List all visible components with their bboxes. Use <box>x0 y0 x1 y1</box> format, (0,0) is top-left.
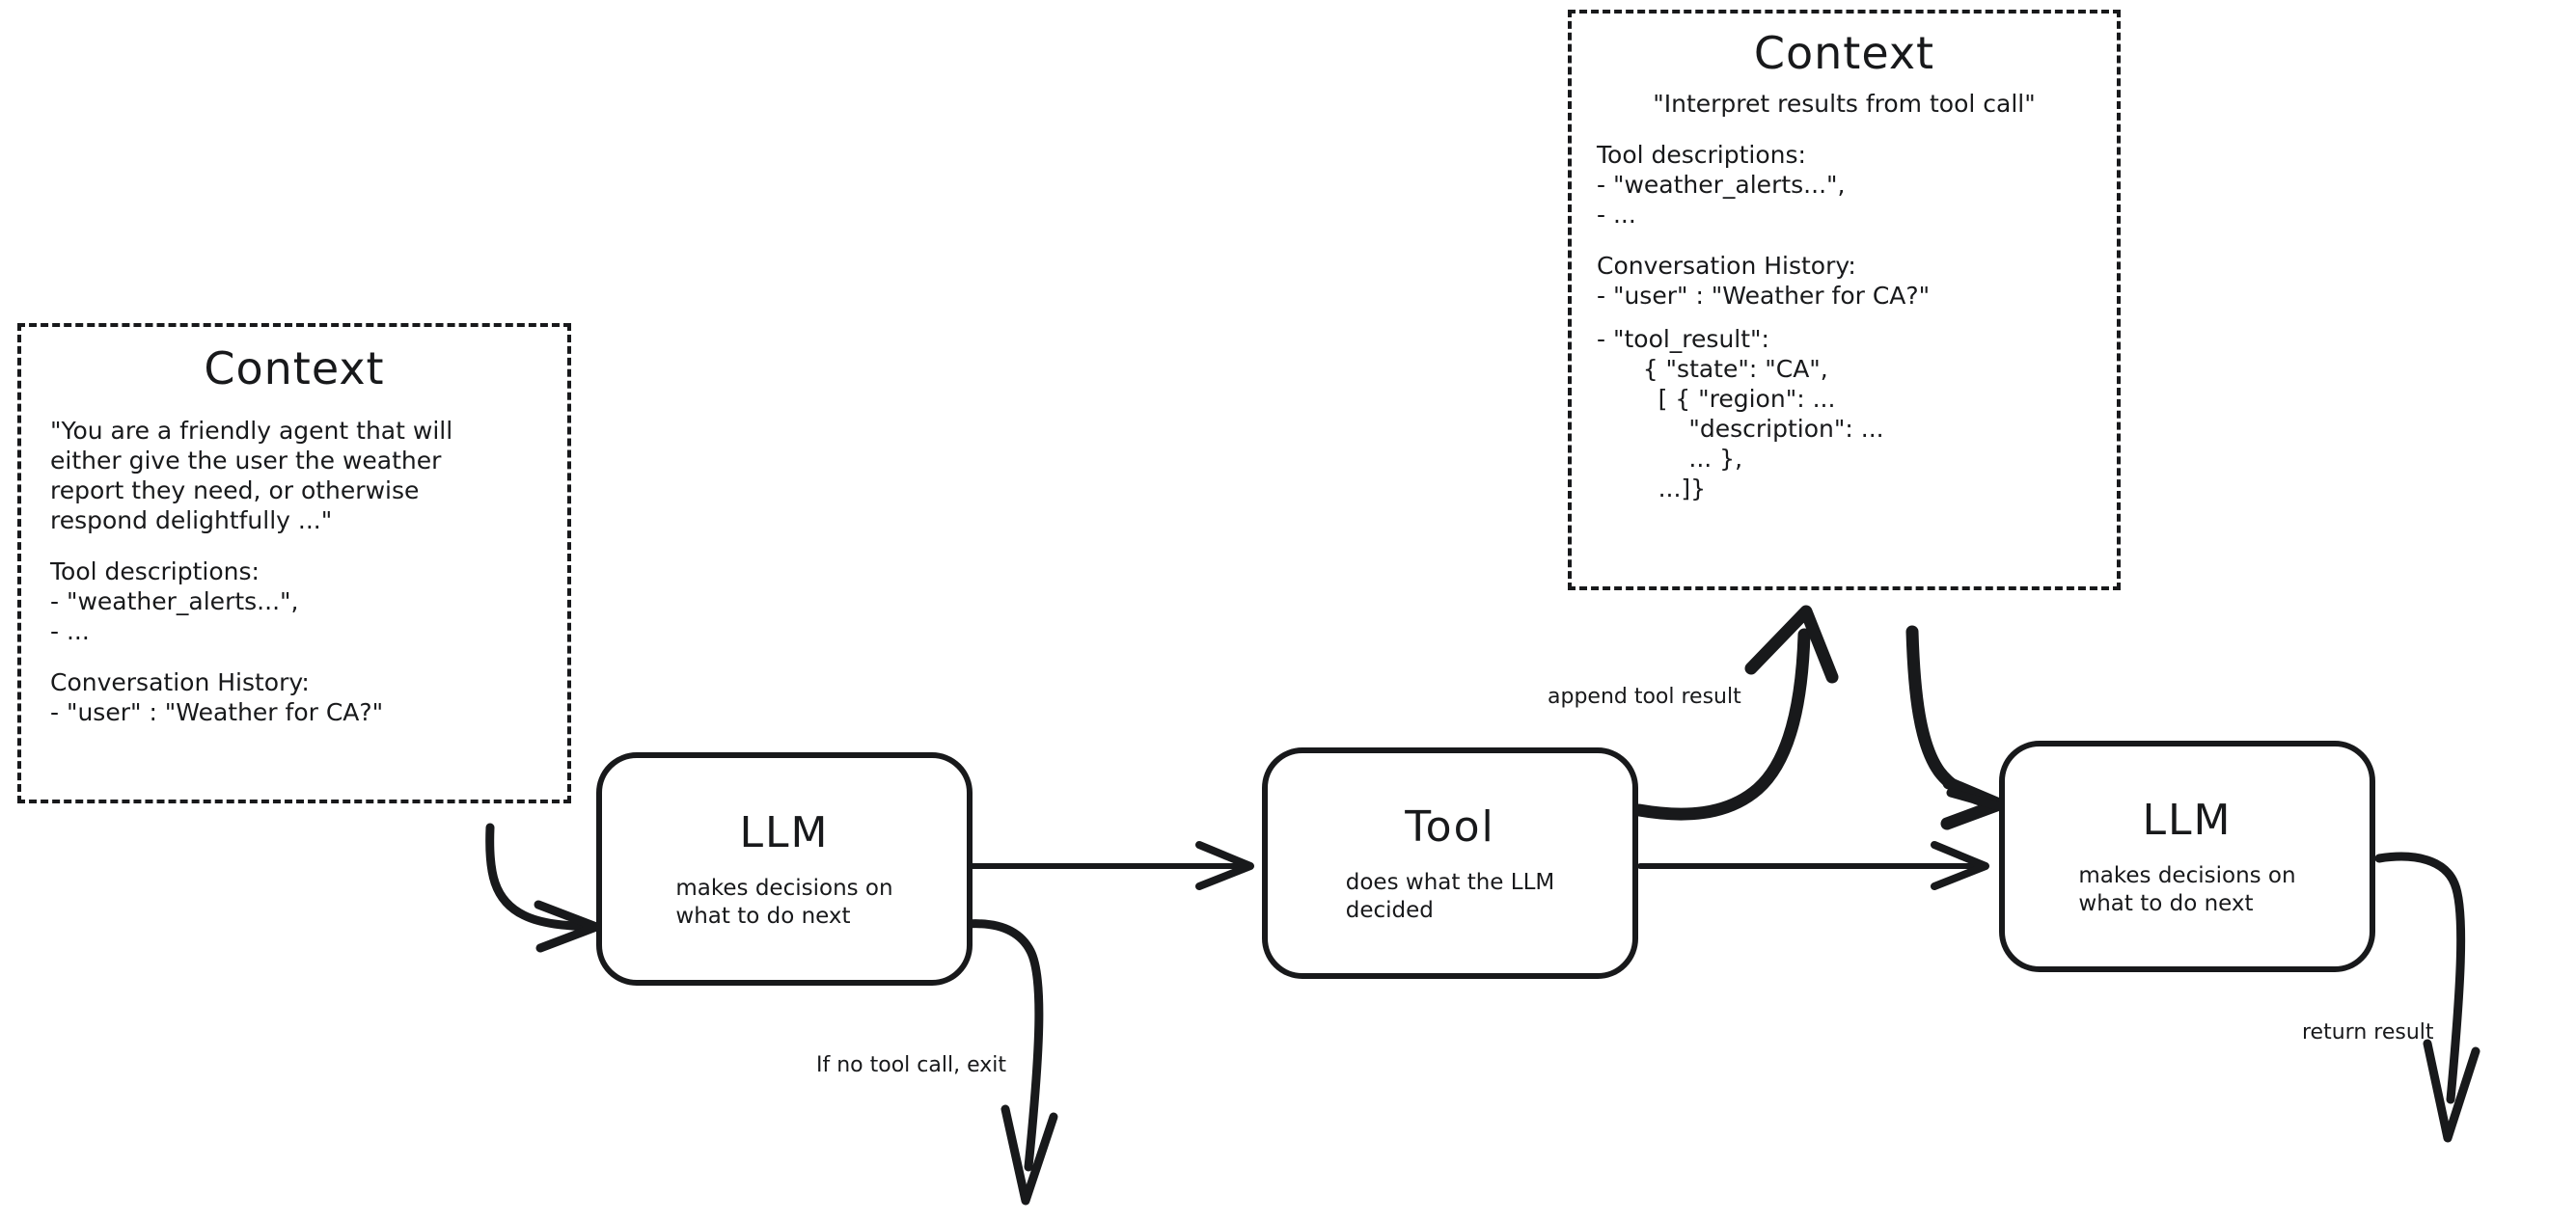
node-llm-first-title: LLM <box>739 807 830 857</box>
edge-label-append-tool-result: append tool result <box>1548 685 1741 709</box>
context-left-conversation-heading: Conversation History: <box>50 668 310 696</box>
context-left-conversation-items: - "user" : "Weather for CA?" <box>50 698 384 726</box>
node-llm-first[interactable]: LLM makes decisions on what to do next <box>596 752 973 986</box>
edge-return-result <box>2374 852 2480 1143</box>
context-right-tool-result-body: { "state": "CA", [ { "region": ... "desc… <box>1642 355 1884 502</box>
edge-context-to-llm <box>485 823 601 953</box>
edge-if-no-tool-call-exit <box>962 919 1058 1206</box>
edge-label-if-no-tool-call-exit: If no tool call, exit <box>816 1053 1006 1077</box>
context-left-system-prompt: "You are a friendly agent that will eith… <box>50 417 453 534</box>
edge-context-right-to-llm2 <box>1905 625 2006 830</box>
context-right-conversation-heading: Conversation History: <box>1597 252 1856 280</box>
context-right-tool-descriptions-heading: Tool descriptions: <box>1597 141 1806 169</box>
context-right-tool-result-label: - "tool_result": <box>1597 325 1769 353</box>
node-tool-subtitle: does what the LLM decided <box>1345 869 1555 923</box>
context-left-tool-descriptions-items: - "weather_alerts...", - ... <box>50 587 299 645</box>
edge-label-return-result: return result <box>2302 1020 2434 1045</box>
context-right-conversation-items: - "user" : "Weather for CA?" <box>1597 282 1931 310</box>
edge-llm-to-tool <box>966 841 1254 890</box>
context-right-system-prompt: "Interpret results from tool call" <box>1653 90 2036 118</box>
context-box-right: Context "Interpret results from tool cal… <box>1568 10 2121 590</box>
node-llm-first-subtitle: makes decisions on what to do next <box>675 875 893 929</box>
context-right-title: Context <box>1753 27 1935 79</box>
edge-tool-to-llm2 <box>1637 841 1989 890</box>
edge-append-tool-result <box>1632 605 1839 821</box>
context-right-tool-descriptions-items: - "weather_alerts...", - ... <box>1597 171 1846 229</box>
context-box-left: Context "You are a friendly agent that w… <box>17 323 571 803</box>
node-llm-second-subtitle: makes decisions on what to do next <box>2078 862 2296 916</box>
context-left-tool-descriptions-heading: Tool descriptions: <box>50 557 260 585</box>
node-llm-second[interactable]: LLM makes decisions on what to do next <box>1999 741 2375 972</box>
node-llm-second-title: LLM <box>2142 795 2233 845</box>
context-left-title: Context <box>204 342 385 394</box>
node-tool-title: Tool <box>1405 801 1495 852</box>
node-tool[interactable]: Tool does what the LLM decided <box>1262 747 1638 979</box>
